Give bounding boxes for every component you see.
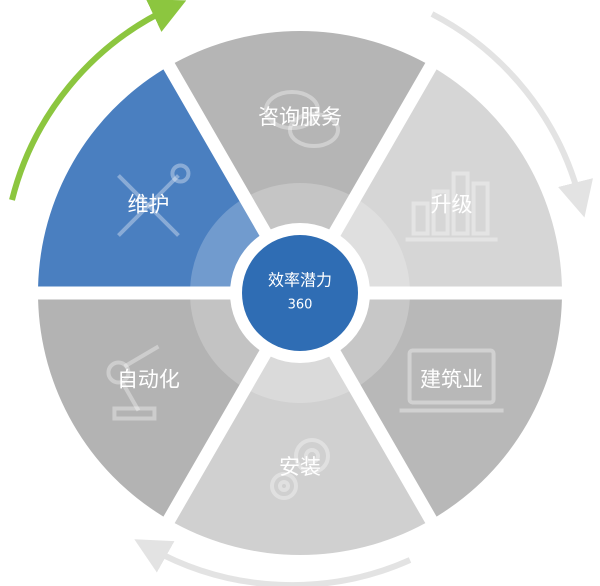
segment-construction-label: 建筑业 — [420, 368, 483, 392]
gears-icon — [270, 438, 330, 500]
segment-consulting-shape — [174, 31, 426, 230]
segment-maintenance-shape — [38, 69, 260, 287]
bar-chart-icon — [405, 171, 498, 242]
robot-arm-icon — [106, 344, 160, 421]
segment-upgrade-label: 升级 — [431, 193, 473, 217]
laptop-icon — [399, 348, 504, 413]
segment-construction: 建筑业 — [340, 299, 562, 517]
segment-upgrade-shape — [340, 69, 562, 287]
hub-title: 效率潜力 — [268, 271, 332, 290]
speech-bubbles-icon — [264, 90, 340, 148]
grey-cycle-arrow-bottom — [134, 539, 412, 586]
segment-upgrade: 升级 — [340, 69, 562, 287]
segment-construction-shape — [340, 299, 562, 517]
segment-automation-shape — [38, 299, 260, 517]
segment-consulting: 咨询服务 — [174, 31, 426, 230]
segment-consulting-label: 咨询服务 — [258, 105, 342, 129]
grey-cycle-arrow-top-right — [430, 11, 593, 218]
segment-maintenance-label: 维护 — [127, 193, 169, 217]
segment-installation-label: 安装 — [279, 455, 321, 479]
tools-icon — [117, 163, 191, 237]
segment-installation: 安装 — [174, 356, 426, 555]
segment-installation-shape — [174, 356, 426, 555]
segment-automation: 自动化 — [38, 299, 260, 517]
segment-automation-label: 自动化 — [117, 368, 180, 392]
segment-maintenance: 维护 — [38, 69, 260, 287]
hub-core — [242, 235, 358, 351]
hub-subtitle: 360 — [288, 298, 313, 313]
green-cycle-arrow — [9, 0, 187, 201]
